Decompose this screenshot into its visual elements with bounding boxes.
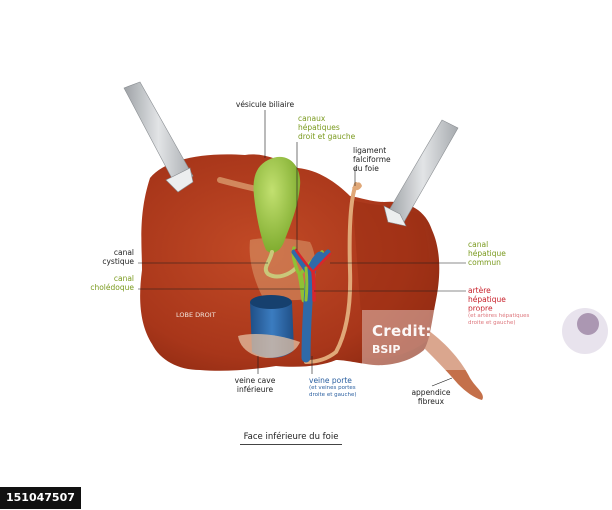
inferior-vena-cava-opening <box>250 295 292 309</box>
figure-caption: Face inférieure du foie <box>240 432 342 445</box>
falciform-ligament <box>304 182 358 364</box>
label-hepatic-ducts: canaux hépatiques droit et gauche <box>298 114 356 141</box>
label-portal-vein: veine porte (et veines portes droite et … <box>309 376 357 398</box>
label-cystic-duct: canal cystique <box>102 248 134 266</box>
falciform-ligament-top <box>352 182 362 191</box>
watermark-circle-inner <box>577 313 599 335</box>
label-fibrous-appendix: appendice fibreux <box>411 388 451 406</box>
portal-vein-branch-left <box>291 249 313 279</box>
ivc-tissue <box>238 334 300 358</box>
label-hepatic-artery: artère hépatique propre (et artères hépa… <box>468 286 530 326</box>
retractor-right <box>387 119 459 223</box>
gallbladder <box>253 156 301 253</box>
image-id-badge: 151047507 <box>0 487 81 509</box>
leader-appendix <box>431 377 453 387</box>
common-bile-duct <box>297 271 307 303</box>
watermark-credit: Credit: <box>372 322 432 340</box>
hepatic-artery-branch-right <box>311 252 332 274</box>
fibrous-appendix <box>420 330 483 400</box>
hepatic-artery <box>311 270 316 302</box>
green-duct-overlay <box>304 266 309 302</box>
retractor-left <box>123 81 194 187</box>
retractor-right-tip <box>383 205 407 227</box>
watermark-agency: BSIP <box>372 343 401 356</box>
label-common-hepatic-duct: canal hépatique commun <box>468 240 506 267</box>
label-gallbladder: vésicule biliaire <box>235 100 295 109</box>
label-right-lobe: LOBE DROIT <box>176 311 216 319</box>
label-falciform-ligament: ligament falciforme du foie <box>353 146 391 173</box>
cystic-duct <box>263 250 298 279</box>
leader-lines <box>138 110 466 387</box>
retractor-left-tip <box>165 167 194 193</box>
label-common-bile-duct: canal cholédoque <box>90 274 134 292</box>
portal-vein-branch-right <box>309 249 331 273</box>
label-inferior-vena-cava: veine cave inférieure <box>234 376 276 394</box>
left-lobe-shading <box>352 200 431 359</box>
hepatic-artery-branch-left <box>294 248 315 274</box>
